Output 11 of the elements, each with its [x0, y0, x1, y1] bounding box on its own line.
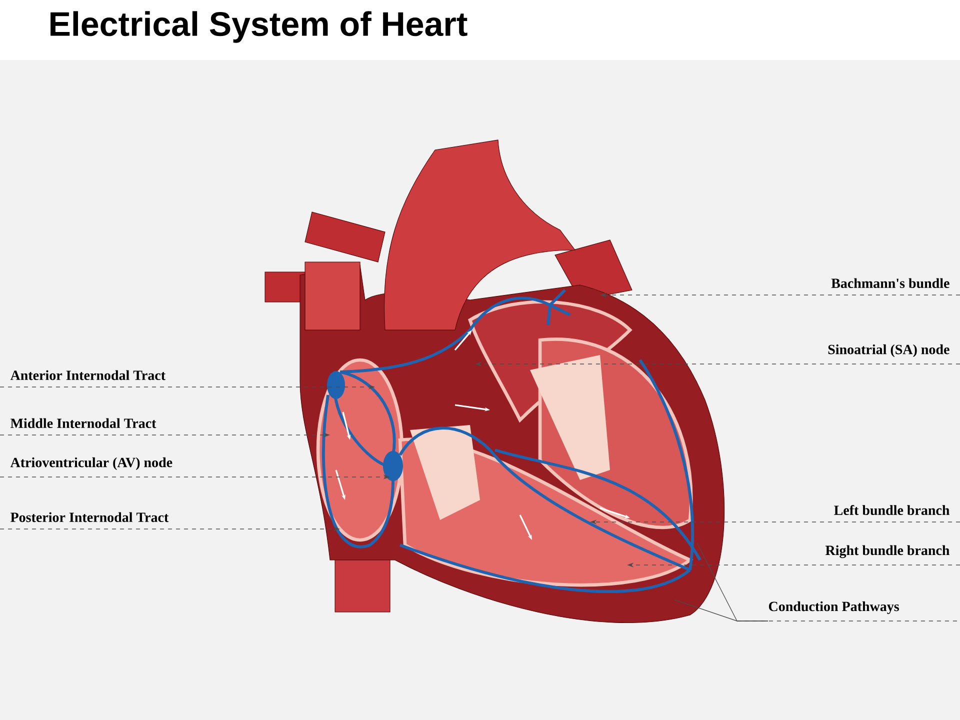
callout-label: Sinoatrial (SA) node	[828, 344, 950, 358]
leader-line	[674, 600, 768, 622]
callout-label: Bachmann's bundle	[831, 278, 950, 288]
callout-label: Anterior Internodal Tract	[10, 370, 166, 380]
title: Electrical System of Heart	[50, 11, 468, 43]
callout-label: Middle Internodal Tract	[10, 418, 156, 428]
callout-label: Posterior Internodal Tract	[10, 512, 169, 522]
callout-label: Conduction Pathways	[768, 601, 899, 614]
callout-label: Right bundle branch	[825, 545, 950, 558]
callout-label: Left bundle branch	[834, 505, 950, 516]
callout-label: Atrioventricular (AV) node	[10, 457, 172, 470]
